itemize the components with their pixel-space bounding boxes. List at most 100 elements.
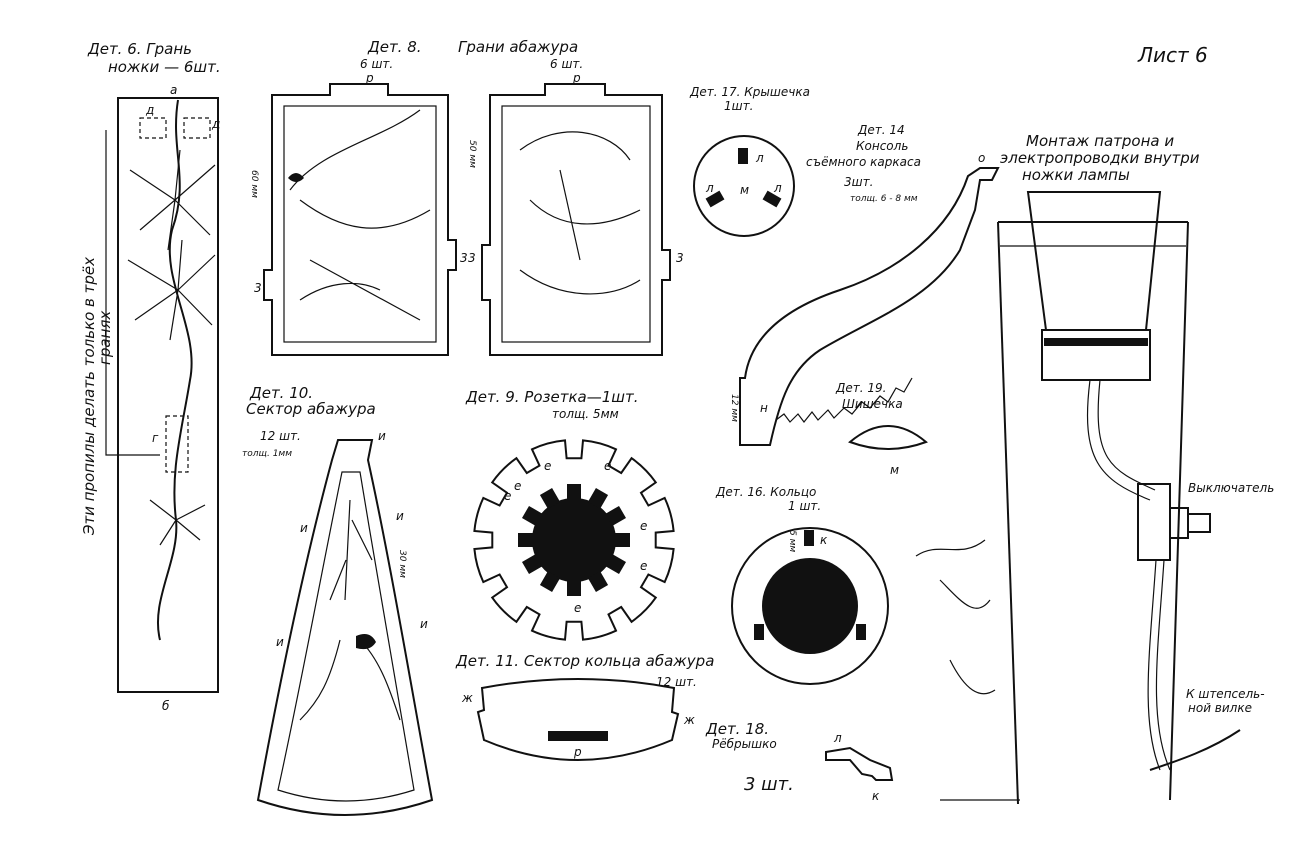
- det6-mark-d1: д: [145, 103, 154, 117]
- det9-mark-e: е: [640, 519, 647, 533]
- det8-mark-z1: 3: [254, 281, 262, 295]
- det10-mark-i1: и: [378, 429, 386, 443]
- assembly-line1: Монтаж патрона и: [1026, 132, 1174, 150]
- det9-mark-e: е: [514, 479, 521, 493]
- det17-title: Дет. 17. Крышечка: [689, 85, 810, 99]
- det16-dim: 5 мм: [787, 530, 797, 552]
- assembly-socket-band: [1044, 338, 1148, 346]
- assembly-socket-body: [1026, 191, 1162, 331]
- det8-mark-z3: 3: [468, 251, 476, 265]
- det9-tooth: [518, 533, 534, 547]
- det8-left-bird-head: [288, 173, 304, 182]
- det10-thickness: толщ. 1мм: [242, 449, 292, 459]
- assembly-switch-label: Выключатель: [1188, 481, 1274, 495]
- det6-mark-top: а: [170, 83, 177, 97]
- det16-inner-hole: [762, 558, 858, 654]
- det18-shape: [825, 746, 894, 781]
- det14-teeth: [775, 377, 913, 423]
- assembly-plug-cord: [1149, 729, 1241, 771]
- det17-slot-3: [762, 190, 782, 208]
- det16-ring: Дет. 16. Кольцо 1 шт. к 5 мм: [715, 485, 889, 685]
- det6-cutout-g: [165, 415, 189, 473]
- det16-slot-top: [804, 530, 814, 546]
- det11-mark-zh-left: ж: [461, 691, 473, 705]
- det9-mark-e: е: [604, 459, 611, 473]
- det16-mark-k: к: [820, 533, 828, 547]
- det17-circle: [693, 135, 795, 237]
- det14-mark-n: н: [760, 401, 768, 415]
- det6-outline: [117, 97, 219, 693]
- det18-title: Дет. 18.: [705, 720, 769, 738]
- assembly-switch-button: [1187, 513, 1211, 533]
- det10-bird-head: [356, 634, 376, 650]
- assembly-right-wall: [1169, 221, 1189, 801]
- det11-count: 12 шт.: [656, 675, 697, 689]
- det9-tooth: [605, 553, 626, 575]
- det18-subtitle: Рёбрышко: [712, 737, 777, 751]
- det10-outline: [256, 439, 434, 816]
- det14-line3: съёмного каркаса: [806, 155, 921, 169]
- det8-left-bird: [289, 109, 431, 321]
- assembly-plug-label2: ной вилке: [1188, 701, 1252, 715]
- det8-mark-z4: 3: [676, 251, 684, 265]
- det8-title2: Грани абажура: [458, 38, 578, 56]
- det19-title: Дет. 19.: [835, 381, 886, 395]
- det19-mark-m: м: [890, 463, 899, 477]
- det17-mark-m: м: [740, 183, 749, 197]
- det17-mark-l2: л: [705, 181, 714, 195]
- det17-mark-l3: л: [773, 181, 782, 195]
- det10-frame: [277, 471, 415, 802]
- det6-note-line1: Эти пропилы делать только в трёх: [80, 257, 98, 536]
- det9-tooth: [587, 571, 609, 592]
- det6-mark-d2: д: [211, 117, 220, 131]
- det9-mark-e: е: [544, 459, 551, 473]
- det9-tooth: [522, 505, 543, 527]
- det9-tooth: [567, 580, 581, 596]
- det8-right-frame: [501, 105, 651, 343]
- assembly-pattern: [915, 539, 1020, 801]
- det10-title: Дет. 10.: [249, 384, 313, 402]
- det17-cap: Дет. 17. Крышечка 1шт. л л л м: [689, 85, 810, 237]
- det9-tooth: [539, 571, 561, 592]
- det14-count: 3шт.: [844, 175, 873, 189]
- det14-mark-o: о: [978, 151, 985, 165]
- det14-thickness: толщ. 6 - 8 мм: [850, 194, 918, 204]
- det6-leg-face: Дет. 6. Грань ножки — 6шт. а д д г б: [87, 40, 221, 713]
- det6-branch: [156, 99, 193, 641]
- det8-mark-p-right: р: [572, 71, 581, 85]
- det10-mark-i3: и: [300, 521, 308, 535]
- det8-right-outline: [481, 83, 671, 356]
- det14-line2: Консоль: [856, 139, 908, 153]
- assembly-line3: ножки лампы: [1022, 166, 1130, 184]
- det16-slot-right: [856, 624, 866, 640]
- det14-outline: [739, 167, 1000, 446]
- det9-tooth: [567, 484, 581, 500]
- det6-cutout-d1: [139, 117, 167, 139]
- assembly-plug-label1: К штепсель-: [1186, 687, 1265, 701]
- det19-shape: [848, 425, 928, 450]
- det9-center-hole: [532, 498, 616, 582]
- det6-leader-line: [105, 130, 160, 456]
- assembly-line2: электропроводки внутри: [1000, 149, 1200, 167]
- det11-ring-sector: Дет. 11. Сектор кольца абажура 12 шт. ж …: [455, 652, 714, 761]
- det9-tooth: [587, 488, 609, 509]
- det9-tooth: [605, 505, 626, 527]
- det11-mark-zh-right: ж: [683, 713, 695, 727]
- det10-lampshade-sector: Дет. 10. Сектор абажура 12 шт. толщ. 1мм…: [242, 384, 434, 816]
- det16-slot-left: [754, 624, 764, 640]
- det6-leaves: [127, 149, 216, 546]
- det18-mark-k: к: [872, 789, 880, 803]
- det16-title: Дет. 16. Кольцо: [715, 485, 816, 499]
- det9-tooth: [614, 533, 630, 547]
- det9-mark-e: е: [504, 489, 511, 503]
- det8-right-dragon: [519, 131, 641, 295]
- det6-cutout-d2: [183, 117, 211, 139]
- assembly-left-wall: [997, 221, 1019, 805]
- det11-title: Дет. 11. Сектор кольца абажура: [455, 652, 714, 670]
- det6-note: Эти пропилы делать только в трёх гранях: [80, 257, 114, 536]
- det9-tooth: [522, 553, 543, 575]
- sheet-number: Лист 6: [1137, 43, 1208, 67]
